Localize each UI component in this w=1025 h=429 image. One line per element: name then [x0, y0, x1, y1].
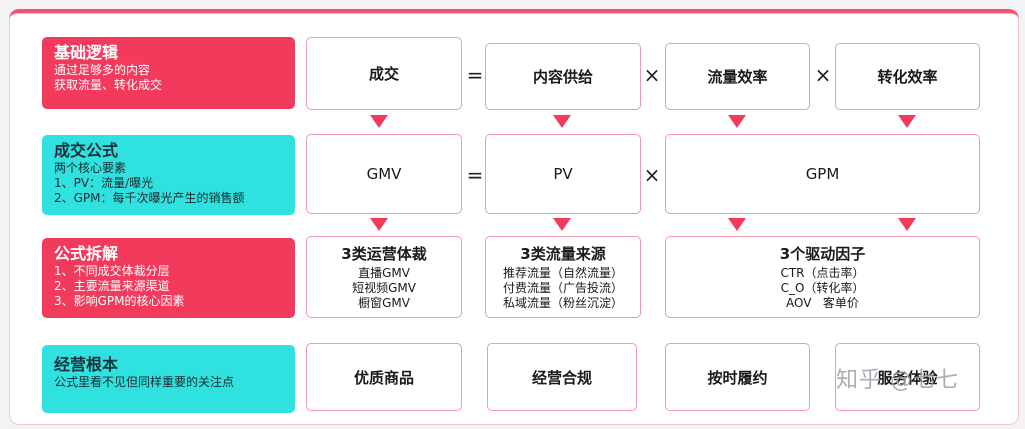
box-on-time-delivery: 按时履约: [665, 343, 810, 411]
label-line: 1、不同成交体裁分层: [54, 264, 170, 278]
times-operator: ×: [814, 63, 832, 87]
box-item: 橱窗GMV: [358, 296, 410, 310]
down-arrow-icon: [370, 115, 388, 128]
down-arrow-icon: [553, 218, 571, 231]
label-formula-breakdown: 公式拆解 1、不同成交体裁分层 2、主要流量来源渠道 3、影响GPM的核心因素: [42, 238, 295, 318]
down-arrow-icon: [728, 218, 746, 231]
box-item: 短视频GMV: [352, 281, 416, 295]
box-traffic-sources: 3类流量来源 推荐流量（自然流量） 付费流量（广告投流） 私域流量（粉丝沉淀）: [485, 236, 641, 318]
box-text: 转化效率: [877, 68, 938, 86]
label-line: 通过足够多的内容: [54, 63, 151, 77]
label-line: 2、GPM：每千次曝光产生的销售额: [54, 191, 245, 205]
label-line: 两个核心要素: [54, 161, 127, 175]
label-line: 1、PV：流量/曝光: [54, 176, 154, 190]
box-item: CTR（点击率）: [780, 266, 865, 280]
box-text: 经营合规: [531, 368, 592, 387]
box-gmv: GMV: [306, 134, 462, 214]
box-text: PV: [553, 165, 573, 183]
box-gpm: GPM: [665, 134, 980, 214]
label-line: 2、主要流量来源渠道: [54, 279, 170, 293]
box-content-supply: 内容供给: [485, 43, 641, 110]
label-deal-formula: 成交公式 两个核心要素 1、PV：流量/曝光 2、GPM：每千次曝光产生的销售额: [42, 135, 295, 215]
label-title: 基础逻辑: [54, 43, 119, 62]
label-line: 公式里看不见但同样重要的关注点: [54, 375, 235, 389]
label-business-fundamentals: 经营根本 公式里看不见但同样重要的关注点: [42, 345, 295, 413]
box-text: 成交: [368, 65, 399, 83]
label-line: 3、影响GPM的核心因素: [54, 294, 185, 308]
box-item: 直播GMV: [358, 266, 410, 280]
down-arrow-icon: [553, 115, 571, 128]
box-item: C_O（转化率）: [780, 281, 865, 295]
box-item: AOV 客单价: [786, 296, 859, 310]
equals-operator: =: [466, 63, 484, 87]
down-arrow-icon: [370, 218, 388, 231]
times-operator: ×: [643, 63, 661, 87]
box-text: 服务体验: [877, 368, 938, 387]
box-text: 优质商品: [353, 368, 414, 387]
box-traffic-efficiency: 流量效率: [665, 43, 810, 110]
label-title: 经营根本: [54, 355, 119, 374]
equals-operator: =: [466, 163, 484, 187]
box-text: 流量效率: [707, 68, 768, 86]
box-title: 3个驱动因子: [779, 245, 866, 263]
box-pv: PV: [485, 134, 641, 214]
box-title: 3类运营体裁: [341, 245, 427, 263]
box-item: 付费流量（广告投流）: [502, 281, 623, 295]
times-operator: ×: [643, 163, 661, 187]
label-title: 成交公式: [54, 141, 119, 160]
label-line: 获取流量、转化成交: [54, 78, 163, 92]
box-driving-factors: 3个驱动因子 CTR（点击率） C_O（转化率） AOV 客单价: [665, 236, 980, 318]
label-title: 公式拆解: [54, 244, 119, 263]
box-deal: 成交: [306, 37, 462, 110]
box-service-experience: 服务体验: [835, 343, 980, 411]
box-quality-goods: 优质商品: [306, 343, 462, 411]
watermark: 知乎 @七七: [836, 368, 959, 393]
box-text: 按时履约: [707, 368, 768, 387]
down-arrow-icon: [728, 115, 746, 128]
box-text: GMV: [366, 165, 402, 183]
box-text: 内容供给: [532, 68, 593, 86]
box-item: 私域流量（粉丝沉淀）: [502, 296, 623, 310]
box-conversion-efficiency: 转化效率: [835, 43, 980, 110]
label-basic-logic: 基础逻辑 通过足够多的内容 获取流量、转化成交: [42, 37, 295, 109]
box-text: GPM: [805, 165, 840, 183]
box-item: 推荐流量（自然流量）: [502, 266, 623, 280]
box-title: 3类流量来源: [520, 245, 606, 263]
down-arrow-icon: [898, 218, 916, 231]
box-business-compliance: 经营合规: [487, 343, 637, 411]
box-operating-genres: 3类运营体裁 直播GMV 短视频GMV 橱窗GMV: [306, 236, 462, 318]
down-arrow-icon: [898, 115, 916, 128]
